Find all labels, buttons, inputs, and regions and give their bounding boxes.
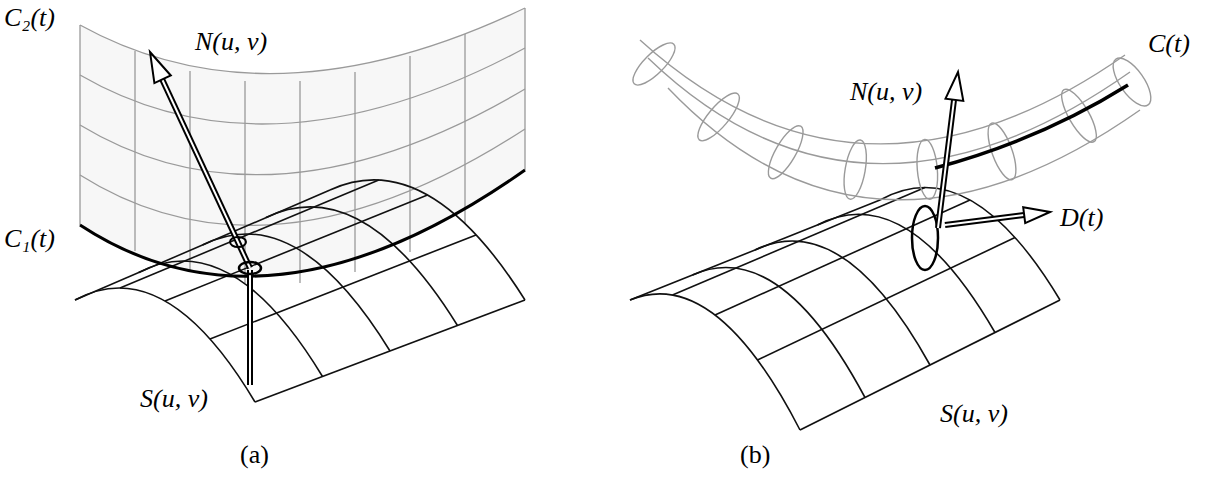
curve-c <box>935 85 1128 168</box>
vector-label: N(u, v) <box>850 78 922 107</box>
ring <box>912 206 938 270</box>
curve-label: C₁(t) <box>4 225 55 254</box>
surface-grid <box>630 188 1060 431</box>
vector-label: N(u, v) <box>195 28 267 57</box>
curve-label: C₂(t) <box>4 4 55 33</box>
panel-label: (a) <box>240 441 269 470</box>
tube-surface <box>627 37 1158 201</box>
curve-label: C(t) <box>1148 30 1190 59</box>
curve-c1 <box>80 170 525 276</box>
surface-label: S(u, v) <box>140 385 208 414</box>
surface-label: S(u, v) <box>940 400 1008 429</box>
normal-arrow <box>938 72 963 228</box>
direction-arrow <box>945 207 1050 225</box>
normal-arrow <box>150 52 261 385</box>
panel-label: (b) <box>740 441 770 470</box>
vector-label: D(t) <box>1060 204 1103 233</box>
